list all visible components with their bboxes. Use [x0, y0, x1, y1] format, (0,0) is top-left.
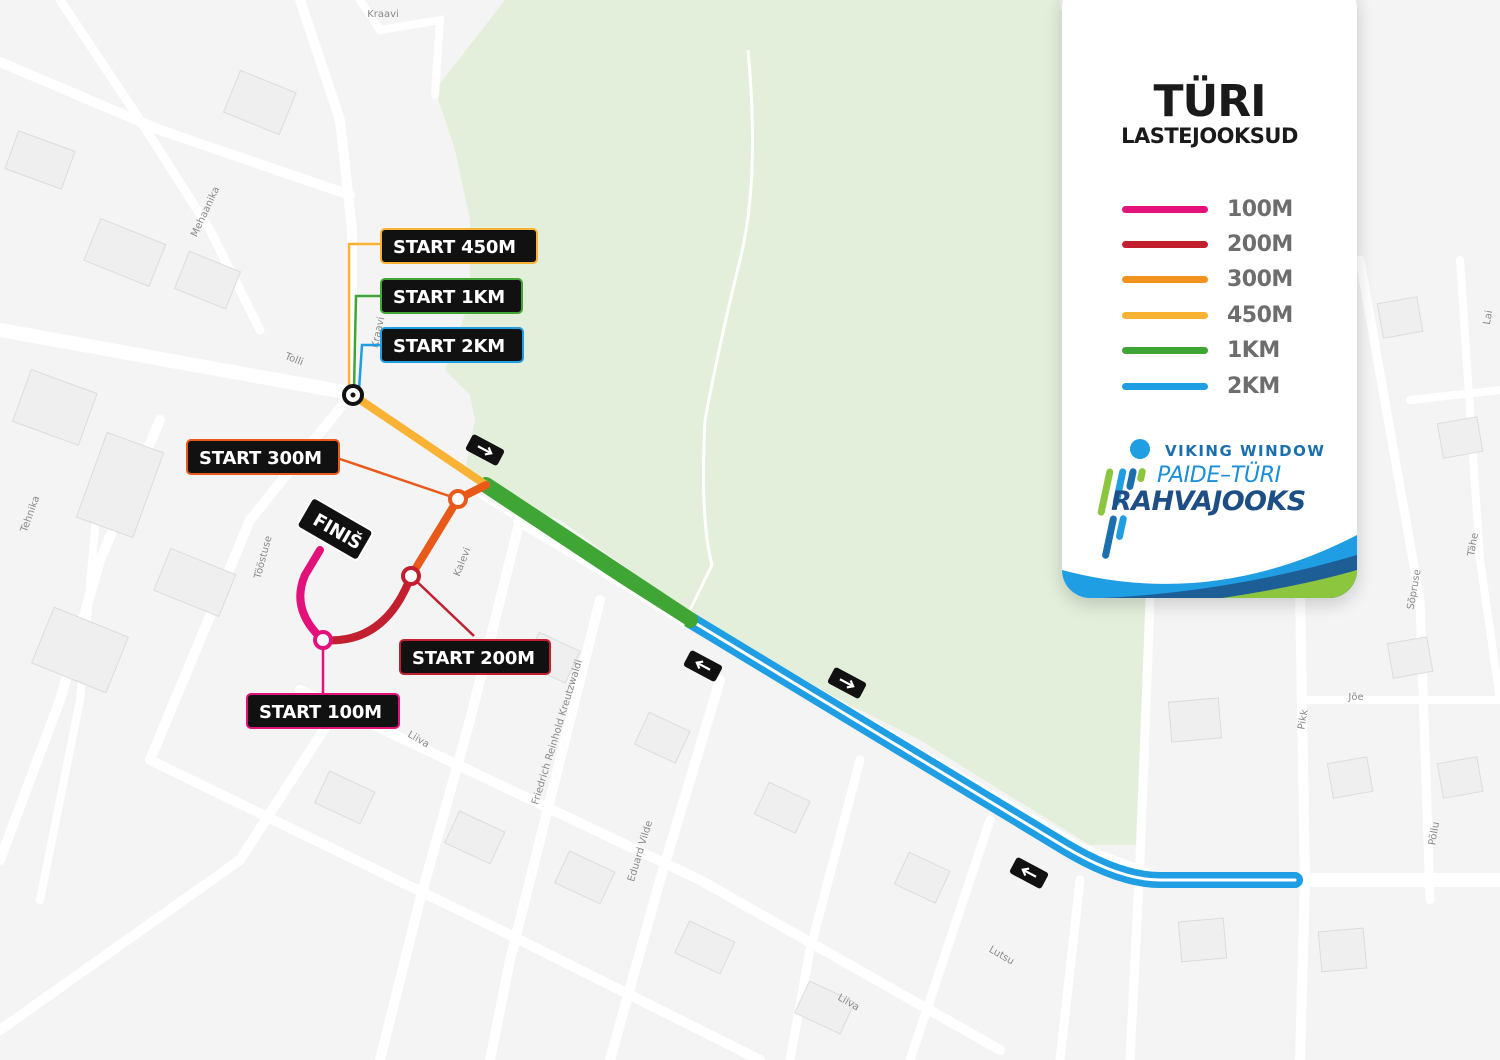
label-start-300m: START 300M: [186, 439, 340, 475]
legend-subtitle: LASTEJOOKSUD: [1121, 124, 1298, 148]
legend-swatch: [1122, 347, 1208, 354]
route-1km: [478, 477, 698, 628]
street-name: Pikk: [1296, 708, 1310, 730]
legend-label: 450M: [1227, 303, 1293, 328]
legend-swatch: [1122, 276, 1208, 283]
start-marker-main-dot: [350, 392, 356, 398]
brand-event-line1: PAIDE–TÜRI: [1157, 463, 1281, 488]
start-markers: [313, 384, 468, 650]
street-name: Lai: [1482, 309, 1495, 325]
legend-swatch: [1122, 383, 1208, 390]
route-450m: [349, 391, 490, 489]
brand-logo: [1062, 439, 1357, 598]
brand-event-line2: RAHVAJOOKS: [1111, 486, 1306, 517]
brand-stripe: [1102, 515, 1117, 559]
label-start-200m: START 200M: [399, 639, 551, 675]
street-name: Tööstuse: [252, 535, 274, 581]
legend-title: TÜRI: [1153, 76, 1267, 127]
label-start-2km: START 2KM: [380, 327, 524, 363]
direction-arrow-east-1: [465, 434, 505, 466]
street-name: Kraavi: [367, 9, 399, 20]
label-start-100m: START 100M: [246, 693, 400, 729]
start-marker-300m: [448, 489, 468, 509]
label-start-1km: START 1KM: [380, 278, 523, 314]
direction-arrow-east-2: [827, 667, 867, 699]
start-marker-200m: [401, 566, 421, 586]
legend-label: 1KM: [1227, 338, 1280, 363]
park-area: [435, 0, 1150, 845]
brand-stripe: [1112, 468, 1127, 506]
legend-swatch: [1122, 206, 1208, 213]
legend-swatch: [1122, 241, 1208, 248]
street-name: Tehnika: [19, 495, 43, 535]
route-lines: [296, 391, 1303, 888]
building-outlines: [4, 69, 1484, 1035]
brand-wave-lime: [1222, 570, 1357, 598]
park-footpath: [688, 49, 754, 611]
route-200m: [319, 572, 415, 645]
direction-arrows: [465, 434, 1049, 889]
brand-stripe: [1137, 468, 1146, 483]
route-100m: [296, 546, 327, 644]
route-2km-inner: [688, 618, 1297, 882]
street-name: Põllu: [1427, 821, 1442, 846]
direction-arrow-west-2: [1009, 857, 1049, 889]
legend-label: 100M: [1227, 197, 1293, 222]
street-name: Lutsu: [987, 944, 1016, 967]
legend-label: 200M: [1227, 232, 1293, 257]
legend-card: TÜRI LASTEJOOKSUD 100M 200M 300M 450M 1K…: [1062, 0, 1357, 598]
street-name: Jõe: [1347, 692, 1363, 703]
street-name: Kalevi: [452, 546, 473, 578]
start-marker-100m: [313, 630, 333, 650]
brand-runner-head-icon: [1130, 439, 1150, 459]
brand-stripe: [1126, 468, 1137, 490]
label-start-450m: START 450M: [380, 228, 538, 264]
brand-sponsor: VIKING WINDOW: [1165, 442, 1326, 460]
street-name: Tähe: [1466, 532, 1481, 558]
route-1km-inner: [473, 491, 685, 627]
brand-stripe: [1097, 468, 1114, 516]
street-name: Tolli: [282, 351, 305, 369]
legend-label: 2KM: [1227, 374, 1280, 399]
direction-arrow-west-1: [683, 650, 723, 682]
brand-stripe: [1116, 515, 1127, 540]
legend-swatch: [1122, 312, 1208, 319]
legend-label: 300M: [1227, 267, 1293, 292]
